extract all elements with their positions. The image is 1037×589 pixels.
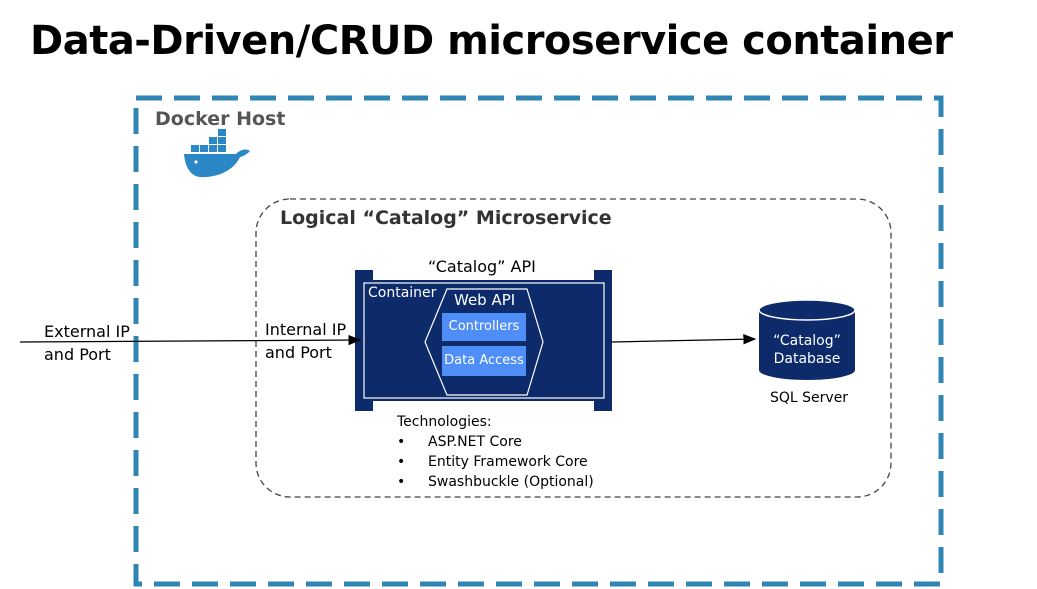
external-ip-label: External IP and Port (44, 320, 154, 366)
internal-ip-label: Internal IP and Port (265, 318, 365, 364)
database-cylinder (758, 299, 856, 380)
technology-item: Entity Framework Core (397, 452, 594, 472)
technologies-list: Technologies: ASP.NET Core Entity Framew… (397, 412, 594, 492)
controllers-component: Controllers (442, 313, 526, 341)
technologies-heading: Technologies: (397, 414, 492, 430)
internal-ip-line2: and Port (265, 343, 332, 362)
external-ip-line1: External IP (44, 322, 130, 341)
page-title: Data-Driven/CRUD microservice container (30, 18, 953, 64)
technology-item: ASP.NET Core (397, 432, 594, 452)
docker-host-label: Docker Host (155, 108, 286, 130)
external-to-container-arrow (19, 334, 362, 346)
web-api-label: Web API (454, 291, 516, 309)
internal-ip-line1: Internal IP (265, 320, 347, 339)
sql-server-label: SQL Server (770, 390, 849, 406)
container-to-database-arrow (611, 334, 757, 345)
container-label: Container (368, 285, 437, 301)
database-label-line2: Database (773, 351, 841, 367)
database-label: “Catalog” Database (760, 332, 854, 368)
data-access-component: Data Access (442, 346, 526, 376)
database-label-line1: “Catalog” (773, 333, 841, 349)
api-label: “Catalog” API (428, 257, 536, 276)
docker-whale-icon (184, 129, 250, 178)
technology-item: Swashbuckle (Optional) (397, 472, 594, 492)
microservice-label: Logical “Catalog” Microservice (280, 207, 612, 229)
external-ip-line2: and Port (44, 345, 111, 364)
microservice-boundary (255, 198, 892, 498)
